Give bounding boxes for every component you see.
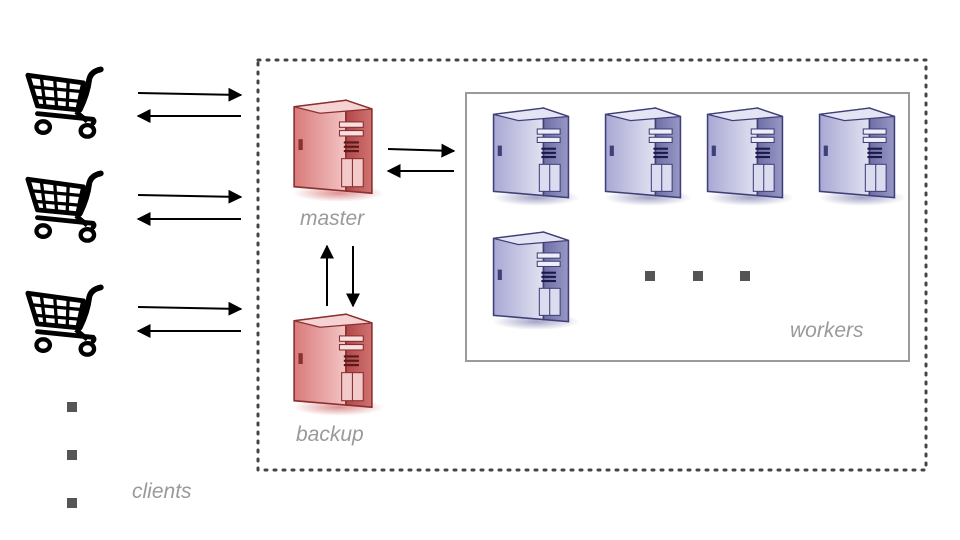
workers-label: workers	[790, 319, 864, 342]
client-cart-2	[28, 173, 101, 240]
clients-ellipsis-dot	[67, 402, 77, 412]
master-backup-arrows	[320, 244, 360, 308]
backup-label: backup	[296, 423, 364, 446]
worker-server-1	[491, 107, 581, 207]
server-icon	[292, 313, 385, 417]
shopping-cart-icon	[28, 287, 101, 354]
client-cart-3	[28, 287, 101, 354]
worker-server-4	[817, 107, 907, 207]
workers-ellipsis-dot	[740, 271, 750, 281]
client-cart-1	[28, 69, 101, 136]
arrow-right	[137, 301, 243, 316]
clients-ellipsis-dot	[67, 498, 77, 508]
workers-group-box	[465, 92, 910, 362]
server-icon	[603, 107, 693, 207]
workers-ellipsis-dot	[645, 271, 655, 281]
arrow-right	[137, 87, 243, 102]
cluster-boundary	[256, 58, 928, 472]
master-server	[292, 99, 385, 203]
arrow-right	[387, 143, 456, 158]
server-icon	[705, 107, 795, 207]
server-icon	[817, 107, 907, 207]
arrow-right	[137, 189, 243, 204]
shopping-cart-icon	[28, 173, 101, 240]
clients-ellipsis-dot	[67, 450, 77, 460]
worker-server-2	[603, 107, 693, 207]
master-workers-arrows	[386, 143, 456, 178]
clients-label: clients	[132, 480, 192, 503]
server-icon	[491, 231, 581, 331]
server-icon	[491, 107, 581, 207]
client-request-arrows	[136, 87, 243, 338]
workers-ellipsis-dot	[693, 271, 703, 281]
master-label: master	[300, 207, 365, 230]
backup-server	[292, 313, 385, 417]
shopping-cart-icon	[28, 69, 101, 136]
server-icon	[292, 99, 385, 203]
worker-server-5	[491, 231, 581, 331]
worker-server-3	[705, 107, 795, 207]
